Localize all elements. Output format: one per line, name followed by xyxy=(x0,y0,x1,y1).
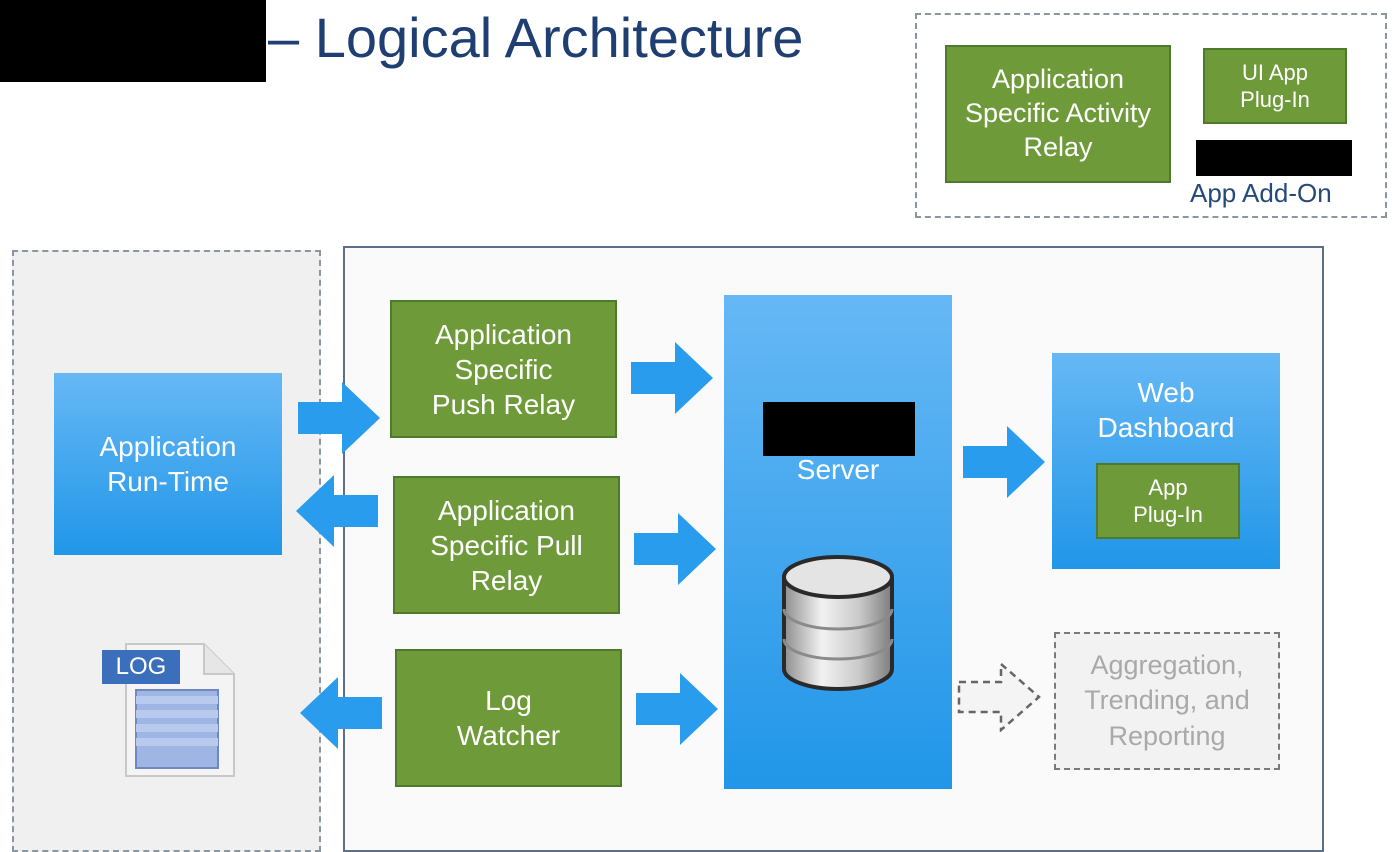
pull-relay-box: Application Specific Pull Relay xyxy=(393,476,620,614)
application-runtime-box: Application Run-Time xyxy=(54,373,282,555)
app-addon-label: App Add-On xyxy=(1190,178,1332,208)
page-title: – Logical Architecture xyxy=(268,6,804,69)
arrow-logwatcher-to-log xyxy=(300,677,382,749)
arrow-push-to-server xyxy=(631,342,713,414)
arrow-server-to-aggregation xyxy=(957,662,1041,732)
ui-app-plugin-box: UI App Plug-In xyxy=(1203,48,1347,124)
log-file-icon xyxy=(100,636,240,781)
aggregation-box: Aggregation, Trending, and Reporting xyxy=(1054,632,1280,770)
arrow-pull-to-runtime xyxy=(296,475,378,547)
redacted-title-prefix xyxy=(0,0,266,82)
addon-legend xyxy=(915,13,1387,218)
web-dashboard-title: Web Dashboard xyxy=(1097,377,1235,443)
redacted-addon-name xyxy=(1196,140,1352,176)
app-plugin-box: App Plug-In xyxy=(1096,463,1240,539)
server-box xyxy=(724,295,952,789)
server-label: Server xyxy=(796,454,880,485)
arrow-runtime-to-push xyxy=(298,382,380,454)
activity-relay-box: Application Specific Activity Relay xyxy=(945,45,1171,183)
log-watcher-box: Log Watcher xyxy=(395,649,622,787)
redacted-server-name xyxy=(763,402,915,456)
push-relay-box: Application Specific Push Relay xyxy=(390,300,617,438)
arrow-server-to-dashboard xyxy=(963,426,1045,498)
arrow-pull-to-server xyxy=(634,513,716,585)
arrow-logwatcher-to-server xyxy=(636,673,718,745)
database-icon xyxy=(778,553,898,695)
log-icon-label: LOG xyxy=(115,653,167,680)
